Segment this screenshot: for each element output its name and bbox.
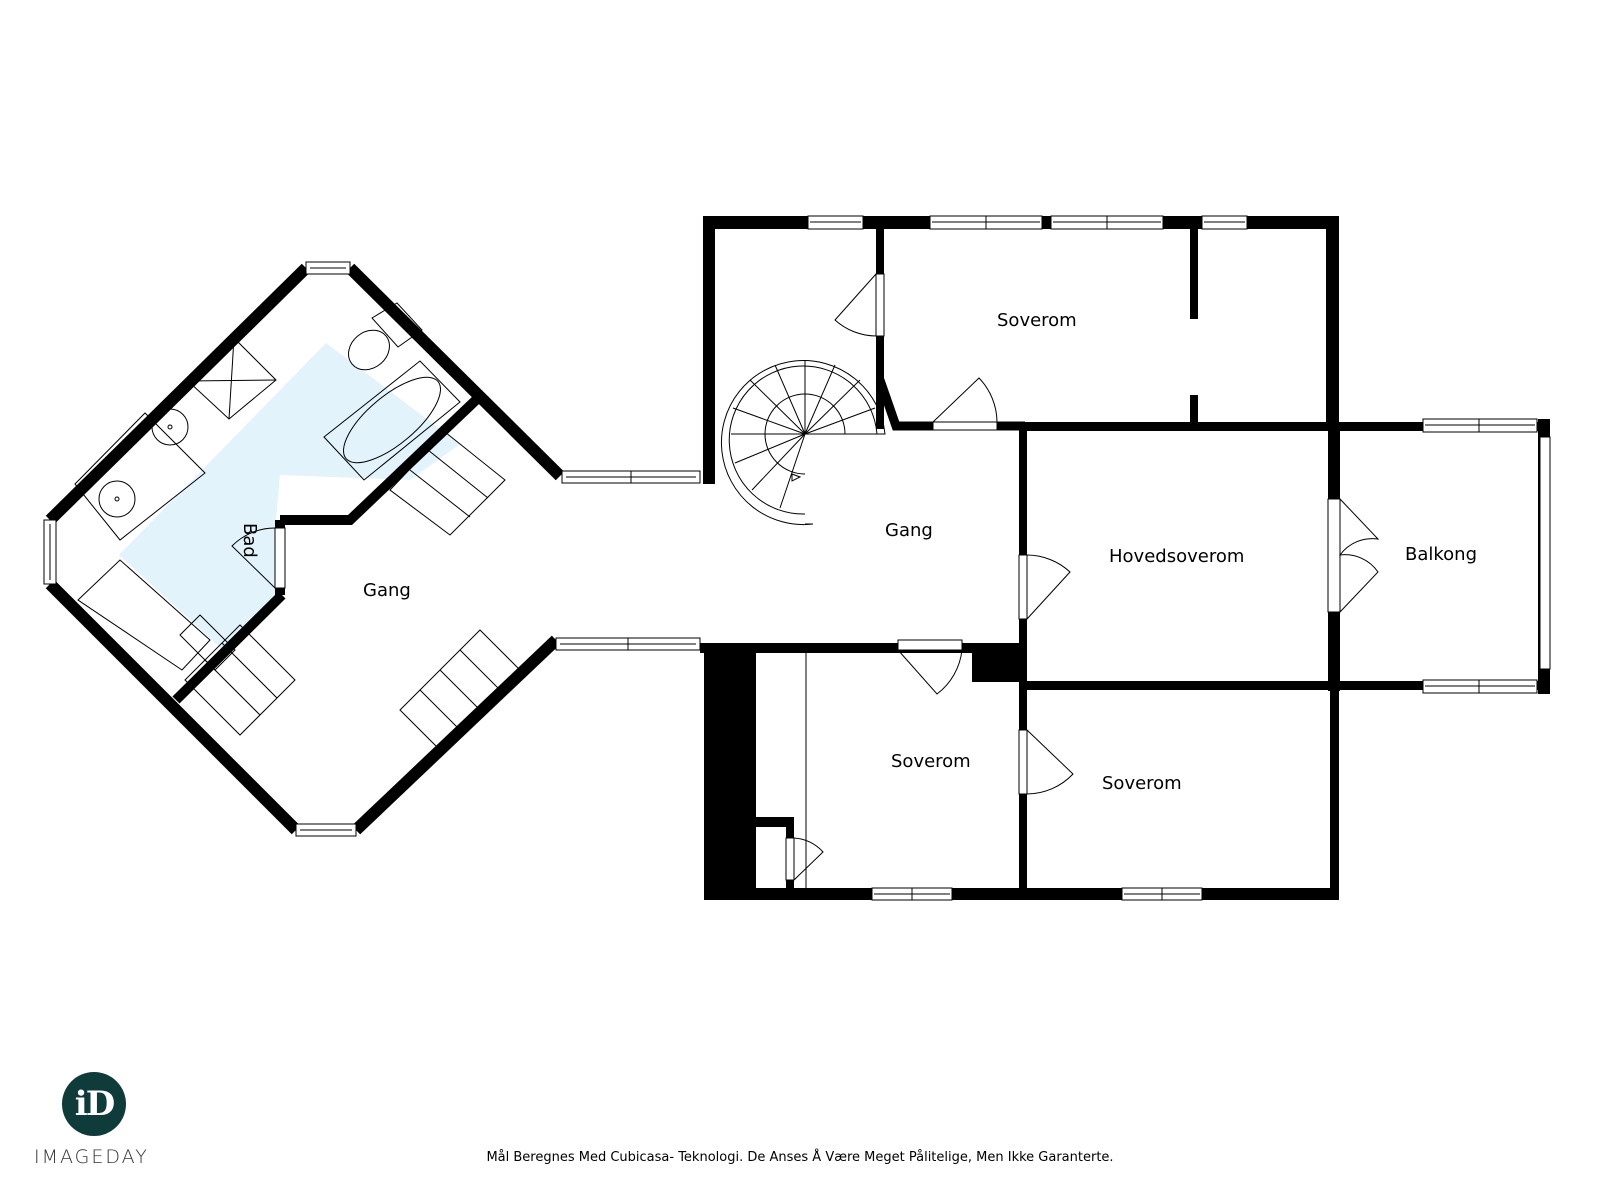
west-wing — [43, 261, 701, 837]
room-label-soverom-southeast: Soverom — [1102, 773, 1182, 794]
shower-icon — [187, 337, 277, 420]
room-label-balkong: Balkong — [1405, 544, 1477, 565]
sink-icon — [74, 408, 206, 541]
disclaimer-text: Mål Beregnes Med Cubicasa- Teknologi. De… — [486, 1150, 1114, 1165]
toilet-icon — [348, 302, 423, 371]
room-label-soverom-north: Soverom — [997, 310, 1077, 331]
room-label-soverom-southwest: Soverom — [891, 751, 971, 772]
east-block — [700, 215, 1551, 901]
bathtub-icon — [323, 360, 461, 481]
bathroom-highlight — [119, 343, 460, 650]
brand-name: IMAGEDAY — [34, 1146, 149, 1168]
room-label-hovedsoverom: Hovedsoverom — [1109, 546, 1244, 567]
room-label-gang-center: Gang — [885, 520, 933, 541]
logo-text: iD — [74, 1084, 115, 1124]
room-label-bad: Bad — [239, 523, 260, 558]
room-label-gang-west: Gang — [363, 580, 411, 601]
spiral-staircase — [721, 360, 886, 526]
imageday-logo: iD — [62, 1072, 126, 1136]
measurement-disclaimer: Mål Beregnes Med Cubicasa- Teknologi. De… — [0, 1150, 1600, 1165]
storage-shelves — [184, 431, 521, 751]
